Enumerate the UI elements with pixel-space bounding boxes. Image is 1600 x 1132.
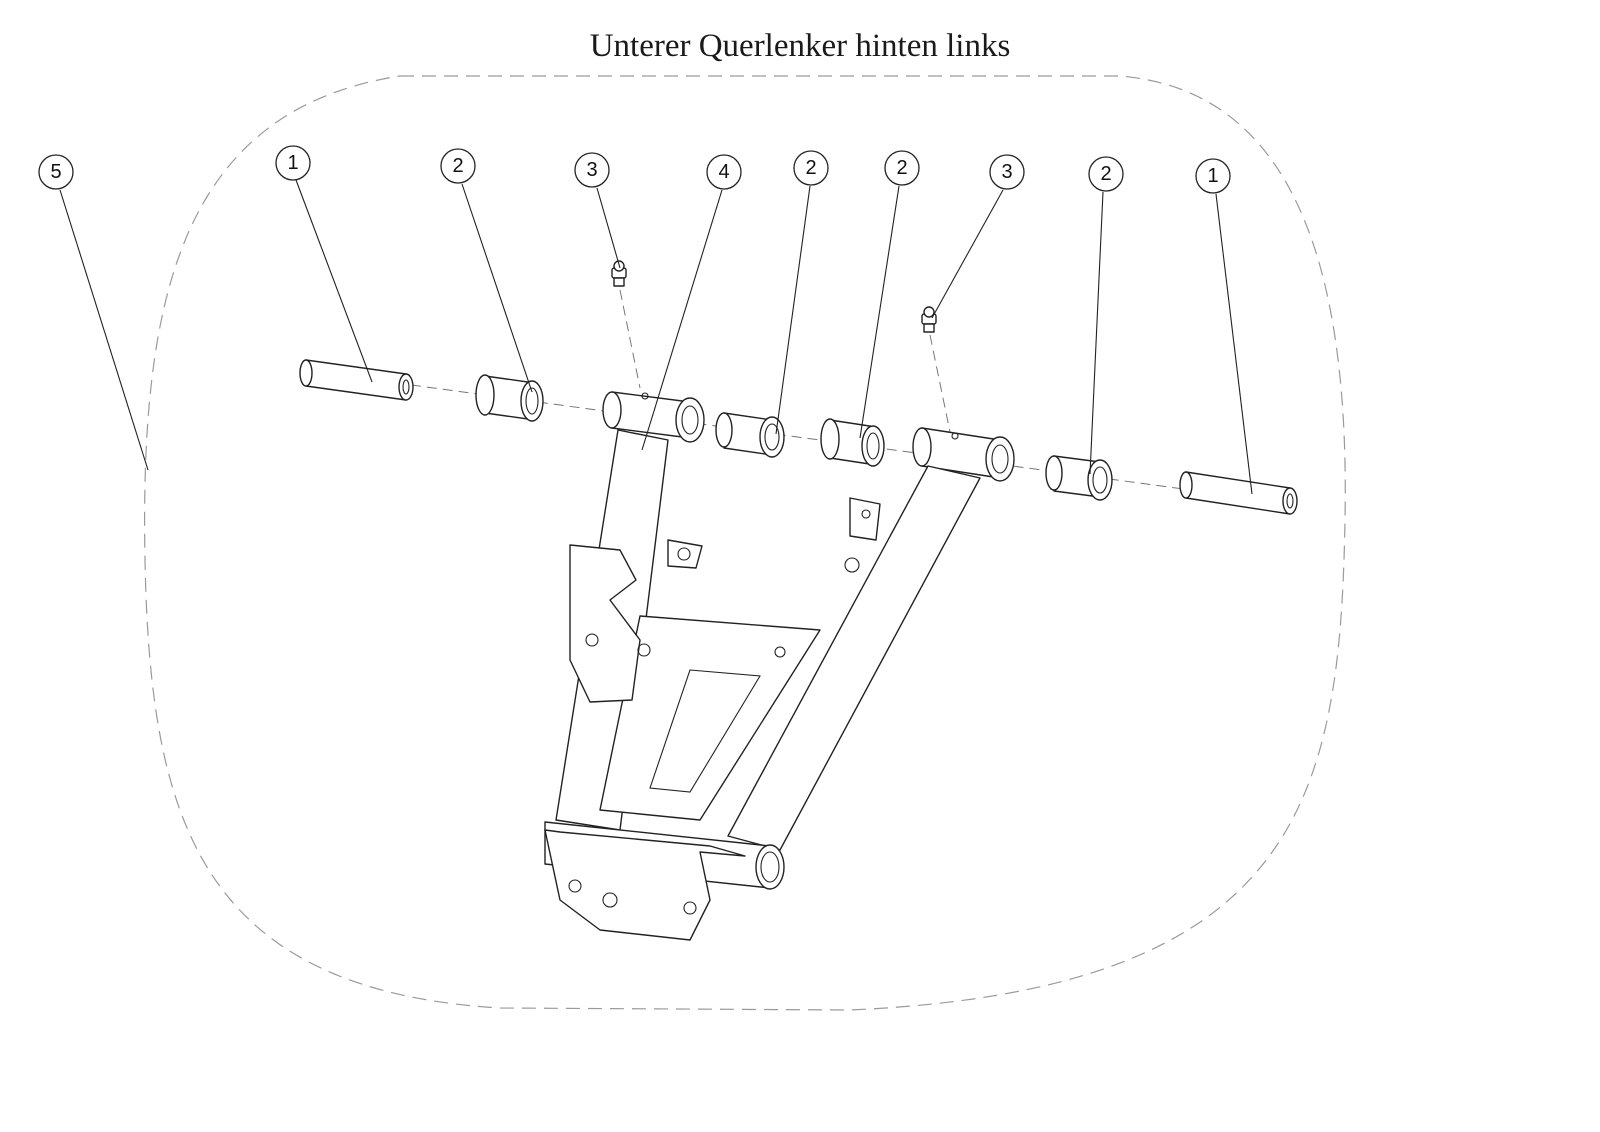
leader-3b [931, 189, 1004, 319]
leader-3a [596, 187, 621, 269]
bushing-1 [475, 374, 544, 422]
axis-main [299, 369, 1281, 503]
callout-3: 3 [574, 152, 610, 188]
svg-text:2: 2 [805, 157, 816, 179]
leader-1b [1215, 193, 1253, 495]
pin-right [1179, 471, 1298, 515]
grease-nipple-left [611, 260, 627, 287]
svg-text:2: 2 [1100, 163, 1111, 185]
leader-2a [461, 183, 533, 393]
callout-4: 4 [706, 154, 742, 190]
leader-5 [59, 189, 149, 471]
callout-2: 2 [884, 150, 920, 186]
svg-text:3: 3 [1001, 161, 1012, 183]
bushing-4 [1045, 455, 1113, 501]
svg-text:2: 2 [896, 157, 907, 179]
callout-2: 2 [1088, 156, 1124, 192]
callout-2: 2 [440, 148, 476, 184]
leader-2c [859, 185, 900, 439]
svg-text:4: 4 [718, 161, 729, 183]
callout-1: 1 [1195, 158, 1231, 194]
svg-text:1: 1 [1207, 165, 1218, 187]
grease-nipple-right [921, 306, 937, 333]
callout-3: 3 [989, 154, 1025, 190]
leader-2d [1089, 191, 1104, 475]
leader-2b [775, 185, 811, 435]
axis-grease-left [619, 289, 641, 389]
svg-text:1: 1 [287, 152, 298, 174]
leader-4 [641, 189, 723, 451]
svg-text:3: 3 [586, 159, 597, 181]
callout-2: 2 [793, 150, 829, 186]
bushing-3 [820, 418, 885, 467]
assembly-group-boundary [144, 75, 1346, 1011]
leader-1a [295, 179, 373, 383]
pin-left [299, 359, 414, 401]
callout-5: 5 [38, 154, 74, 190]
callout-1: 1 [275, 145, 311, 181]
control-arm [544, 391, 1015, 941]
page-title: Unterer Querlenker hinten links [589, 28, 1011, 64]
svg-text:5: 5 [50, 161, 61, 183]
bushing-2 [715, 412, 785, 458]
axis-grease-right [929, 334, 951, 433]
svg-text:2: 2 [452, 155, 463, 177]
